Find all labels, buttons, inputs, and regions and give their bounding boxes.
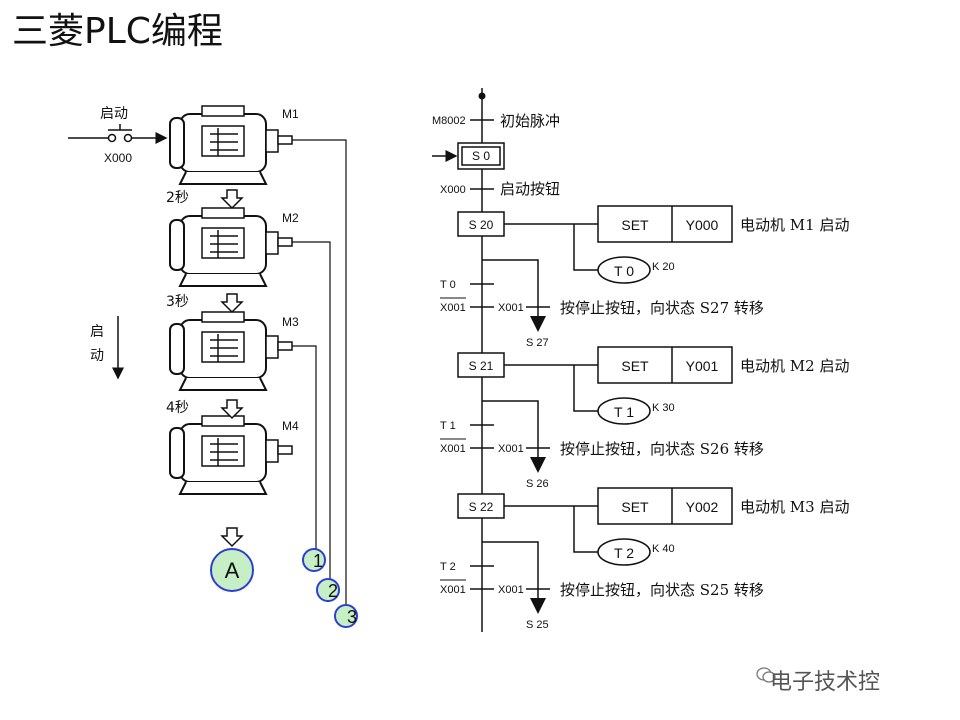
x-contact-branch: X001 (498, 584, 524, 596)
motor-label-m4: M4 (282, 419, 299, 433)
switch-contact-right (123, 133, 133, 143)
set-label: SET (621, 217, 649, 233)
wire-2 (292, 241, 331, 580)
delay-arrow-1 (221, 189, 243, 209)
start-button-desc: 启动按钮 (500, 180, 560, 198)
connector-arrow (221, 527, 243, 547)
motor-label-m3: M3 (282, 315, 299, 329)
wire-3 (292, 139, 347, 604)
sfc-step-s20: S 20 SET Y000 电动机 M1 启动 T 0 K 20 T 0 X00… (440, 205, 849, 349)
watermark: 电子技术控 (770, 670, 881, 695)
init-pulse-desc: 初始脉冲 (500, 112, 560, 130)
sfc-diagram: M8002 初始脉冲 S 0 X000 启动按钮 S 20 SET Y000 电… (432, 88, 849, 632)
x-contact-main: X001 (440, 584, 466, 596)
x-contact-main: X001 (440, 443, 466, 455)
wechat-icon (756, 667, 776, 683)
state-box (457, 493, 505, 519)
t-contact: T 1 (440, 420, 456, 432)
state-label: S 22 (469, 500, 494, 514)
motor-m3 (169, 311, 293, 391)
action-desc: 电动机 M2 启动 (740, 357, 849, 375)
terminal-2-label: 2 (328, 581, 338, 601)
timer-label: T 0 (614, 263, 634, 279)
motor-m2 (169, 207, 293, 287)
motor-label-m1: M1 (282, 107, 299, 121)
switch-label: X000 (104, 151, 132, 165)
start-vertical-2: 动 (90, 348, 104, 364)
output-label: Y000 (686, 217, 719, 233)
output-label: Y002 (686, 499, 719, 515)
set-label: SET (621, 358, 649, 374)
s0-inner-box (461, 146, 501, 166)
terminal-1-label: 1 (313, 551, 323, 571)
t-contact: T 2 (440, 561, 456, 573)
output-label: Y001 (686, 358, 719, 374)
t-contact: T 0 (440, 279, 456, 291)
connector-a-label: A (225, 558, 240, 583)
set-label: SET (621, 499, 649, 515)
left-diagram: 启动 X000 M1 M2 M3 M4 2秒 3秒 4秒 启 动 (68, 105, 358, 628)
switch-contact-left (107, 133, 117, 143)
action-desc: 电动机 M3 启动 (740, 498, 849, 516)
connector-a (210, 548, 254, 592)
action-box (597, 205, 733, 243)
timer-k: K 20 (652, 261, 675, 273)
delay-label-1: 2秒 (166, 190, 189, 206)
delay-label-2: 3秒 (166, 294, 189, 310)
jump-target: S 26 (526, 478, 549, 490)
delay-label-3: 4秒 (166, 400, 189, 416)
sfc-step-s22: S 22 SET Y002 电动机 M3 启动 T 2 K 40 T 2 X00… (440, 487, 849, 631)
x-contact-branch: X001 (498, 443, 524, 455)
page-title: 三菱PLC编程 (12, 11, 223, 52)
stop-desc: 按停止按钮，向状态 S27 转移 (560, 299, 764, 317)
state-box (457, 352, 505, 378)
x-contact-main: X001 (440, 302, 466, 314)
terminal-3 (334, 604, 358, 628)
terminal-1 (302, 548, 326, 572)
action-desc: 电动机 M1 启动 (740, 216, 849, 234)
action-box (597, 346, 733, 384)
state-label: S 20 (469, 218, 494, 232)
stop-desc: 按停止按钮，向状态 S25 转移 (560, 581, 764, 599)
sfc-step-s21: S 21 SET Y001 电动机 M2 启动 T 1 K 30 T 1 X00… (440, 346, 849, 490)
start-vertical-1: 启 (90, 324, 104, 340)
jump-target: S 27 (526, 337, 549, 349)
delay-arrow-2 (221, 293, 243, 313)
wire-1 (292, 345, 317, 552)
timer-ellipse (597, 397, 651, 425)
x-contact-branch: X001 (498, 302, 524, 314)
timer-ellipse (597, 256, 651, 284)
timer-k: K 40 (652, 543, 675, 555)
stop-desc: 按停止按钮，向状态 S26 转移 (560, 440, 764, 458)
motor-m1 (169, 105, 293, 185)
motor-label-m2: M2 (282, 211, 299, 225)
terminal-3-label: 3 (347, 607, 357, 627)
start-label: 启动 (100, 106, 128, 122)
timer-ellipse (597, 538, 651, 566)
s0-label: S 0 (472, 149, 490, 163)
jump-target: S 25 (526, 619, 549, 631)
m8002-label: M8002 (432, 115, 466, 127)
state-label: S 21 (469, 359, 494, 373)
timer-label: T 2 (614, 545, 634, 561)
action-box (597, 487, 733, 525)
timer-label: T 1 (614, 404, 634, 420)
timer-k: K 30 (652, 402, 675, 414)
x000-label: X000 (440, 184, 466, 196)
terminal-2 (316, 578, 340, 602)
motor-m4 (169, 415, 293, 495)
